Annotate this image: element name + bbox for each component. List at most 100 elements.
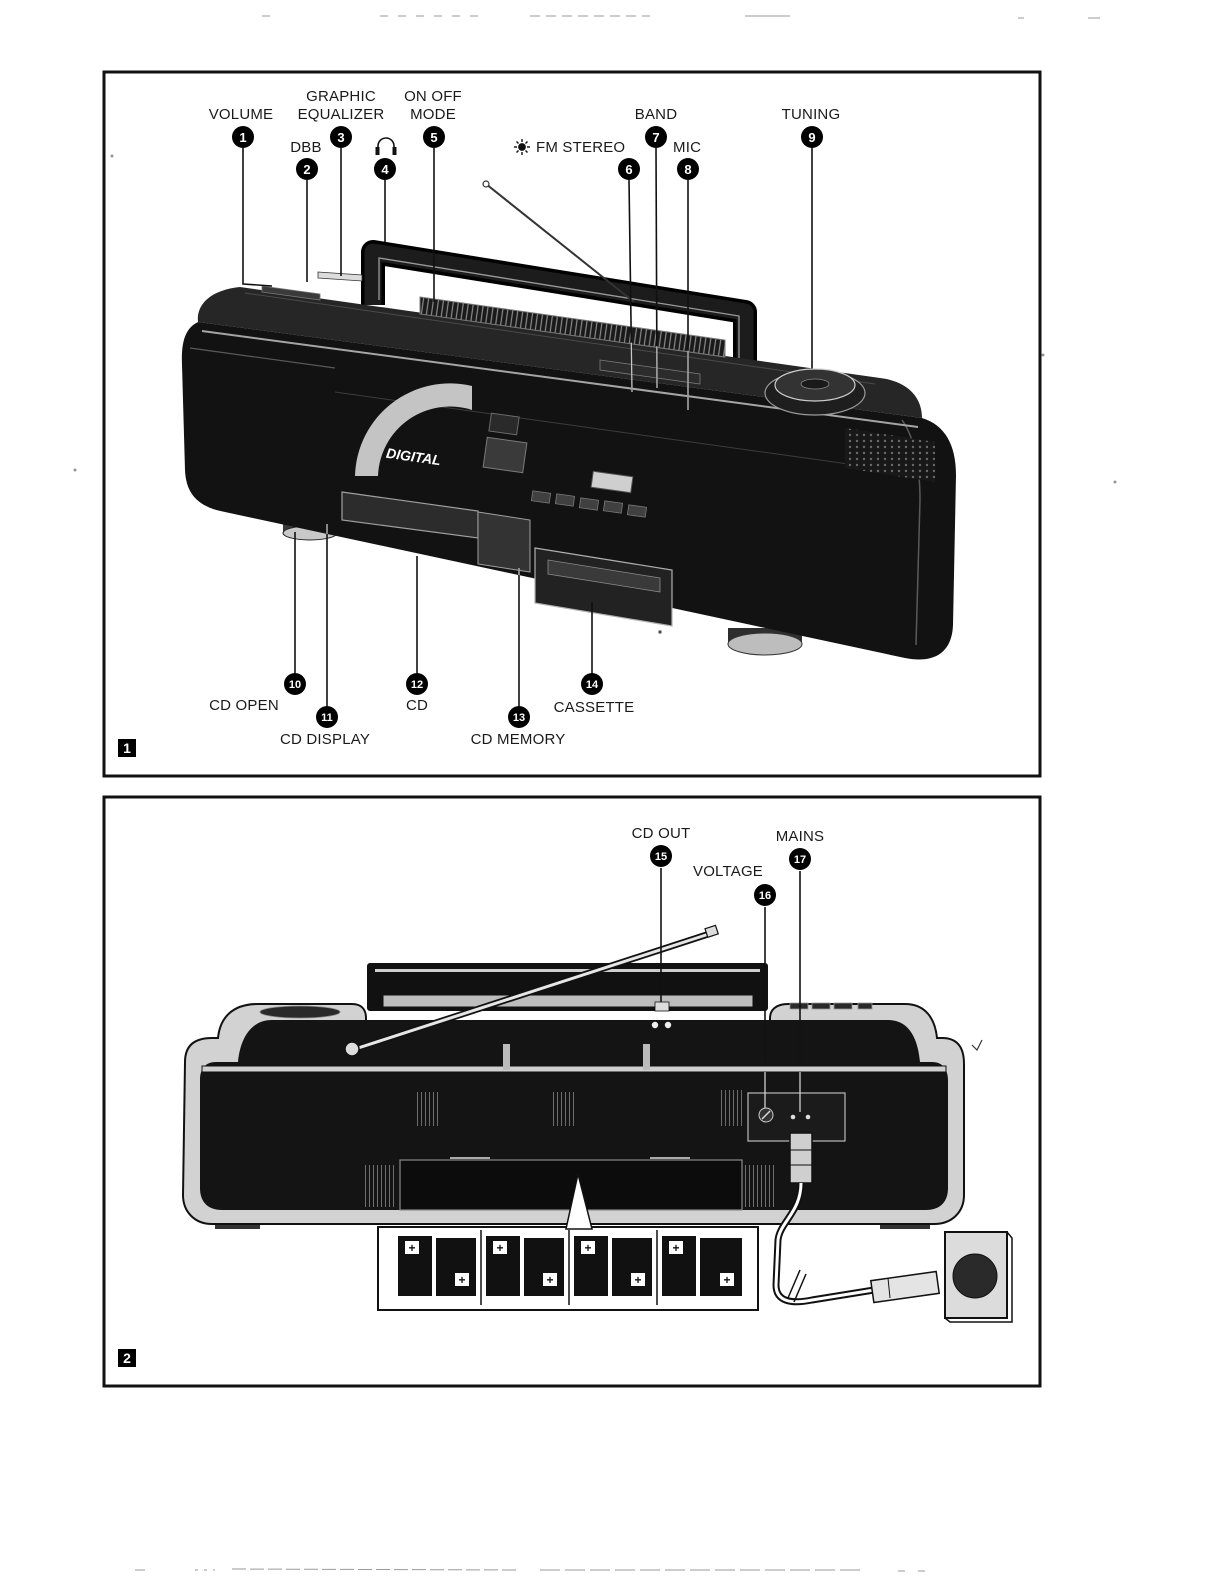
callout-label: CD OPEN: [209, 697, 279, 714]
callout-number: 1: [239, 130, 246, 145]
callout-label: DBB: [290, 139, 321, 156]
callout-number: 2: [303, 162, 310, 177]
callout-label: MIC: [673, 139, 701, 156]
callout-band: BAND 7: [635, 106, 677, 148]
antenna-tip: [483, 181, 489, 187]
battery: [612, 1238, 652, 1296]
tick-mark: [972, 1040, 982, 1050]
battery-polarity-mark: +: [496, 1241, 503, 1255]
panel-number-label: 1: [123, 740, 131, 756]
callout-headphones: 4: [374, 138, 397, 180]
rear-clip-right: [643, 1044, 650, 1070]
battery-group-2: + +: [486, 1236, 564, 1296]
rear-top-rim: [202, 1066, 946, 1072]
cd-out-label-plate: [655, 1002, 669, 1011]
callout-label-line-2: EQUALIZER: [298, 106, 385, 123]
callout-number: 10: [289, 679, 301, 691]
callout-mic: MIC 8: [673, 139, 701, 180]
callout-number: 4: [381, 162, 389, 177]
battery-group-1: + +: [398, 1236, 476, 1296]
battery-polarity-mark: +: [672, 1241, 679, 1255]
callout-volume: VOLUME 1: [209, 106, 274, 148]
callout-cd-open: 10 CD OPEN: [209, 673, 306, 714]
sun-icon: [514, 139, 530, 155]
rear-vent-center: [552, 1092, 576, 1126]
callout-number: 3: [337, 130, 344, 145]
callout-cd: 12 CD: [406, 673, 428, 714]
tuning-knob-center: [801, 379, 829, 389]
scan-artifacts: [74, 16, 1116, 1571]
battery-polarity-mark: +: [546, 1273, 553, 1287]
callout-number: 12: [411, 679, 423, 691]
callout-number: 15: [655, 851, 667, 863]
callout-cd-display: 11 CD DISPLAY: [280, 706, 370, 748]
wall-socket-recess: [953, 1254, 997, 1298]
callout-number: 11: [321, 712, 333, 724]
battery-polarity-mark: +: [408, 1241, 415, 1255]
callout-label: VOLTAGE: [693, 863, 763, 880]
callout-number: 6: [625, 162, 632, 177]
figure-2-panel: + + + + + +: [104, 797, 1040, 1386]
callout-fm-stereo: FM STEREO 6: [514, 139, 640, 180]
mains-socket-pin-right: [806, 1115, 811, 1120]
battery-compartment-opening: [400, 1160, 742, 1210]
callout-label: FM STEREO: [536, 139, 625, 156]
battery-polarity-mark: +: [634, 1273, 641, 1287]
battery-side-vent-right: [745, 1165, 777, 1207]
right-foot-rim: [728, 633, 802, 655]
callout-label: TUNING: [782, 106, 841, 123]
battery: [524, 1238, 564, 1296]
rear-handle-highlight: [375, 969, 760, 972]
battery: [700, 1238, 742, 1296]
callout-label: CD MEMORY: [471, 731, 566, 748]
mains-socket-pin-left: [791, 1115, 796, 1120]
callout-on-off-mode: ON OFF MODE 5: [404, 88, 462, 148]
mains-plug-connector: [790, 1133, 812, 1183]
callout-number: 9: [808, 130, 815, 145]
cd-out-jack-right: [665, 1022, 671, 1028]
callout-label-line-1: ON OFF: [404, 88, 462, 105]
upper-display: [489, 413, 519, 435]
battery-polarity-mark: +: [723, 1273, 730, 1287]
callout-number: 16: [759, 890, 771, 902]
cd-out-jack-left: [652, 1022, 658, 1028]
cd-memory-button-block: [478, 512, 530, 572]
callout-tuning: TUNING 9: [782, 106, 841, 148]
callout-number: 8: [684, 162, 691, 177]
callout-cd-out: CD OUT 15: [632, 825, 691, 867]
battery-group-3: + +: [574, 1236, 652, 1296]
callout-number: 17: [794, 854, 806, 866]
callout-label-line-2: MODE: [410, 106, 456, 123]
callout-label: BAND: [635, 106, 677, 123]
callout-number: 14: [586, 679, 599, 691]
rear-vent-left: [414, 1092, 438, 1126]
rear-antenna-tip: [705, 925, 718, 937]
callout-number: 7: [652, 130, 659, 145]
battery-polarity-mark: +: [584, 1241, 591, 1255]
battery: [436, 1238, 476, 1296]
boombox-rear-view: [183, 925, 964, 1229]
headphones-icon: [376, 138, 397, 155]
figure-2-panel-number: 2: [118, 1349, 136, 1367]
callout-label: VOLUME: [209, 106, 274, 123]
battery-side-vent-left: [365, 1165, 397, 1207]
cd-display-window: [483, 437, 527, 472]
callout-label: MAINS: [776, 828, 825, 845]
callout-mains: MAINS 17: [776, 828, 825, 870]
callout-label: CASSETTE: [554, 699, 635, 716]
antenna-pivot: [345, 1042, 359, 1056]
top-left-speaker: [260, 1006, 340, 1018]
callout-cassette: 14 CASSETTE: [554, 673, 635, 716]
callout-dbb: DBB 2: [290, 139, 321, 180]
callout-cd-memory: 13 CD MEMORY: [471, 706, 566, 748]
battery-polarity-mark: +: [458, 1273, 465, 1287]
callout-label: CD: [406, 697, 428, 714]
panel-number-label: 2: [123, 1350, 131, 1366]
rear-handle-grip: [383, 995, 753, 1007]
callout-voltage: VOLTAGE 16: [693, 863, 776, 906]
figure-1-panel: DIGITAL: [104, 72, 1040, 776]
callout-number: 5: [430, 130, 437, 145]
rear-clip-left: [503, 1044, 510, 1070]
